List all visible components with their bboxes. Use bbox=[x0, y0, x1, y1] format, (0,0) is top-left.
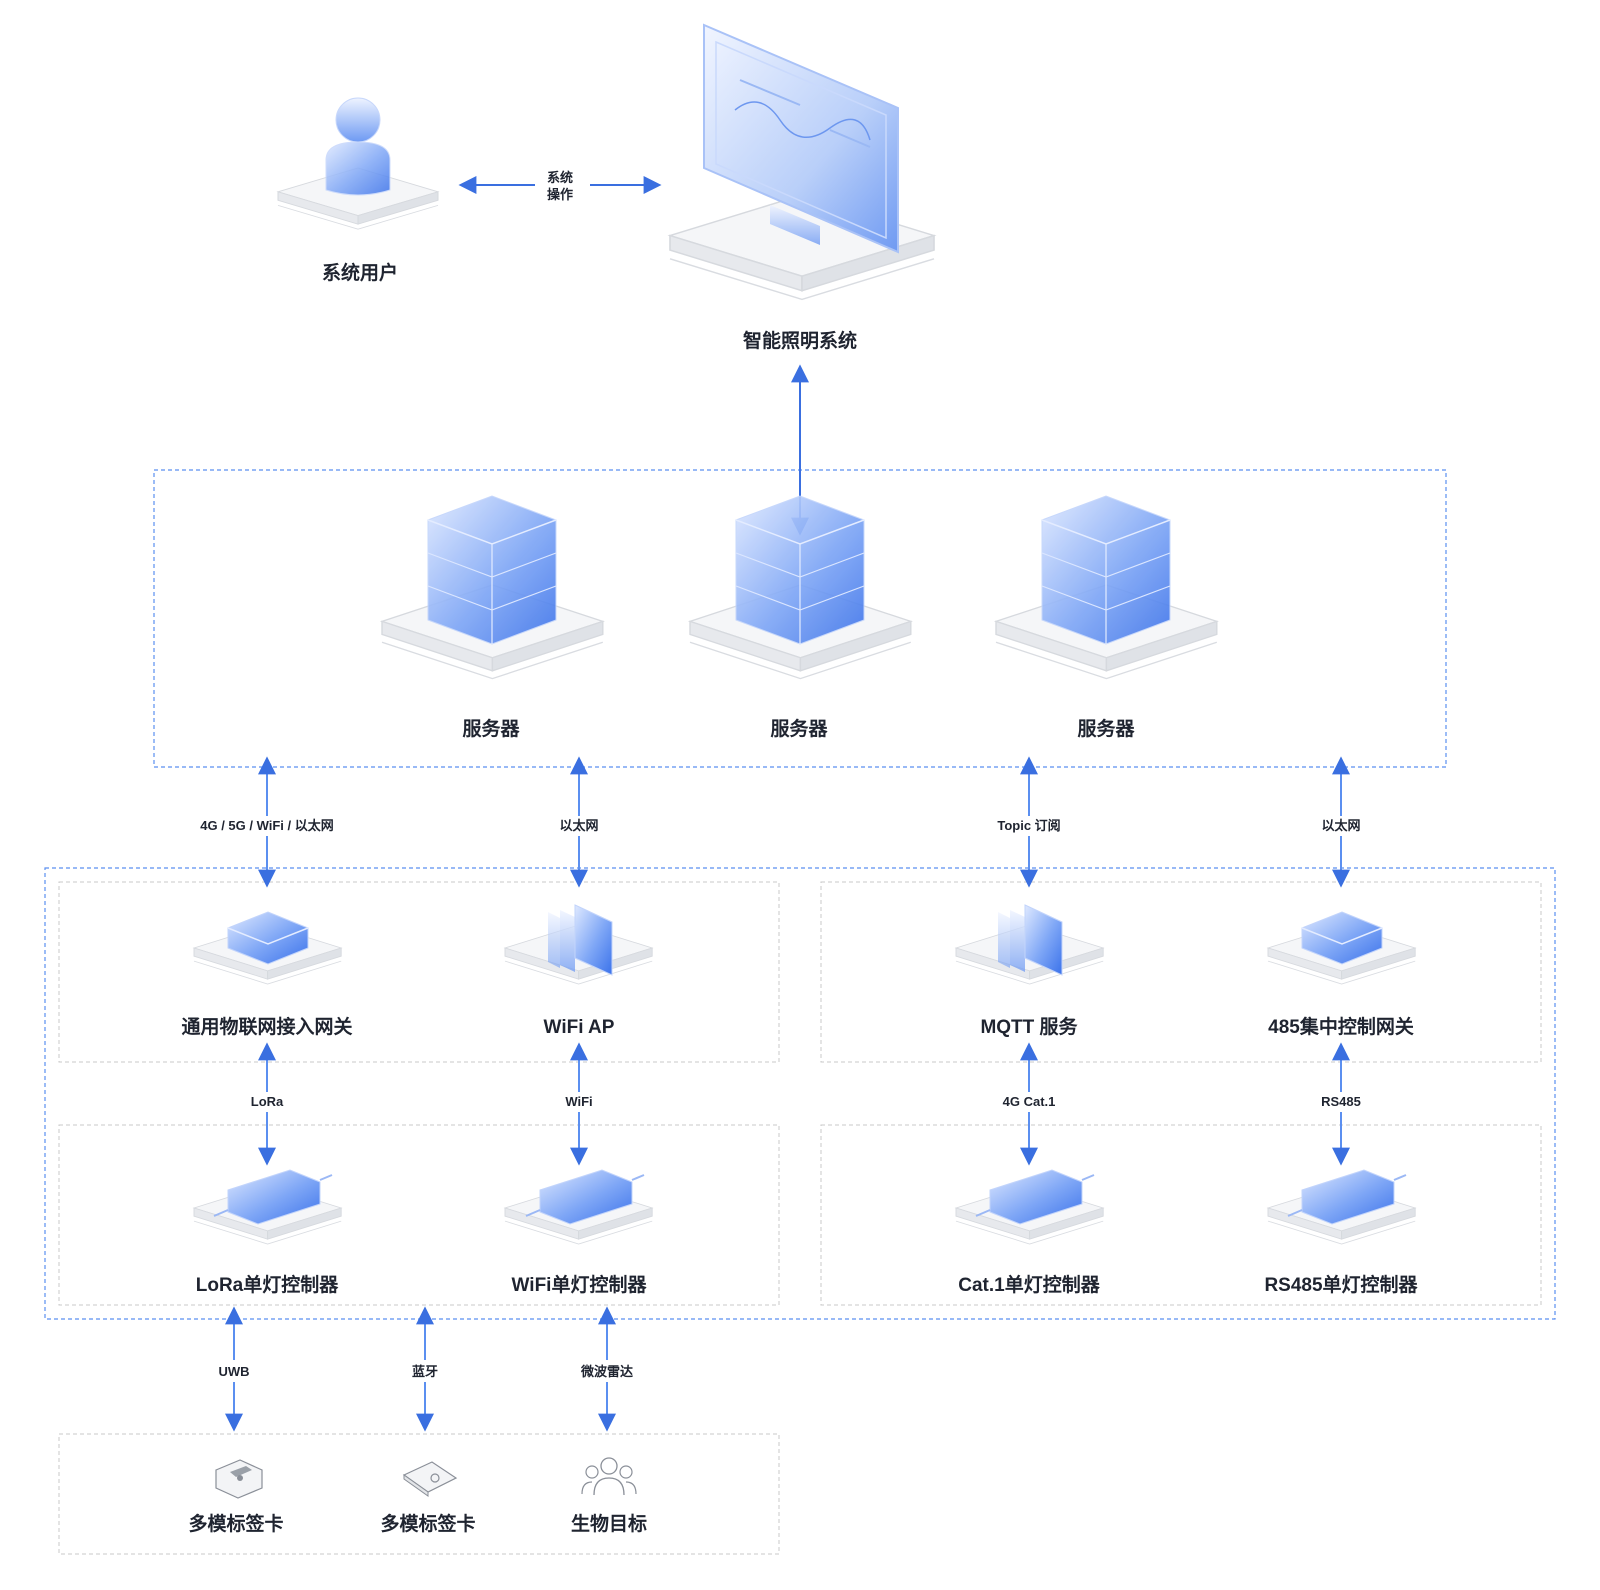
tag-card-node-2: 多模标签卡 bbox=[380, 1461, 476, 1535]
access-point-icon bbox=[998, 904, 1063, 976]
uplink-mqtt: Topic 订阅 bbox=[997, 756, 1061, 888]
gateway-box-right bbox=[820, 881, 1542, 1063]
link-radar: 微波雷达 bbox=[580, 1306, 633, 1432]
link-cat1: 4G Cat.1 bbox=[1003, 1042, 1056, 1166]
controller-box-right bbox=[820, 1124, 1542, 1306]
server-label-3: 服务器 bbox=[1077, 717, 1135, 740]
server-icon bbox=[427, 495, 557, 645]
monitor-icon bbox=[703, 23, 899, 254]
wifi-ap-label: WiFi AP bbox=[544, 1017, 615, 1038]
link-bluetooth: 蓝牙 bbox=[412, 1306, 438, 1432]
wifi-controller-label: WiFi单灯控制器 bbox=[512, 1273, 648, 1296]
people-icon bbox=[581, 1457, 637, 1496]
bio-target-label: 生物目标 bbox=[571, 1512, 647, 1535]
link-cat1-label: 4G Cat.1 bbox=[1003, 1094, 1056, 1109]
bio-target-node: 生物目标 bbox=[571, 1457, 647, 1535]
mqtt-label: MQTT 服务 bbox=[980, 1015, 1078, 1038]
lighting-system-label: 智能照明系统 bbox=[743, 329, 857, 352]
controller-icon bbox=[1287, 1169, 1407, 1225]
uplink-mqtt-label: Topic 订阅 bbox=[997, 818, 1060, 833]
op-label-line1: 系统 bbox=[547, 170, 573, 185]
wifi-ap-node: WiFi AP bbox=[504, 904, 653, 1038]
uplink-wifi-ap: 以太网 bbox=[559, 756, 599, 888]
rs485-controller-label: RS485单灯控制器 bbox=[1264, 1273, 1418, 1296]
iot-gateway-label: 通用物联网接入网关 bbox=[181, 1015, 352, 1038]
op-label-line2: 操作 bbox=[547, 187, 573, 202]
link-lora: LoRa bbox=[251, 1042, 284, 1166]
link-radar-label: 微波雷达 bbox=[580, 1364, 633, 1379]
link-bluetooth-label: 蓝牙 bbox=[412, 1364, 438, 1379]
wifi-controller-node: WiFi单灯控制器 bbox=[504, 1169, 653, 1296]
iot-gateway-node: 通用物联网接入网关 bbox=[181, 911, 353, 1038]
lighting-system-node: 智能照明系统 bbox=[669, 23, 935, 352]
link-wifi-label: WiFi bbox=[565, 1094, 592, 1109]
tag-card-icon bbox=[402, 1461, 458, 1497]
controller-icon bbox=[975, 1169, 1095, 1225]
link-rs485: RS485 bbox=[1321, 1042, 1361, 1166]
uplink-wifi-ap-label: 以太网 bbox=[559, 818, 598, 833]
controller-icon bbox=[525, 1169, 645, 1225]
link-lora-label: LoRa bbox=[251, 1094, 284, 1109]
lora-controller-label: LoRa单灯控制器 bbox=[196, 1273, 340, 1296]
system-user-label: 系统用户 bbox=[322, 261, 398, 284]
cat1-controller-node: Cat.1单灯控制器 bbox=[955, 1169, 1104, 1296]
sensor-box bbox=[58, 1433, 780, 1555]
server-node-1: 服务器 bbox=[381, 495, 604, 740]
tag-card-label-2: 多模标签卡 bbox=[380, 1512, 475, 1535]
tag-card-label-1: 多模标签卡 bbox=[188, 1512, 283, 1535]
gateway-icon bbox=[1301, 911, 1383, 965]
tag-card-node-1: 多模标签卡 bbox=[188, 1459, 284, 1535]
gateway-icon bbox=[227, 911, 309, 965]
system-user-node: 系统用户 bbox=[277, 97, 439, 284]
server-node-2: 服务器 bbox=[689, 495, 912, 740]
tag-card-icon bbox=[215, 1459, 263, 1499]
access-point-icon bbox=[548, 904, 613, 976]
user-icon bbox=[325, 97, 391, 196]
uplink-gateway-label: 4G / 5G / WiFi / 以太网 bbox=[200, 818, 334, 833]
link-uwb: UWB bbox=[218, 1306, 250, 1432]
mqtt-node: MQTT 服务 bbox=[955, 904, 1104, 1038]
lora-controller-node: LoRa单灯控制器 bbox=[193, 1169, 342, 1296]
gateway-box-left bbox=[58, 881, 780, 1063]
controller-icon bbox=[213, 1169, 333, 1225]
server-icon bbox=[735, 495, 865, 645]
rs485-gateway-node: 485集中控制网关 bbox=[1267, 911, 1416, 1038]
server-icon bbox=[1041, 495, 1171, 645]
rs485-gateway-label: 485集中控制网关 bbox=[1268, 1015, 1414, 1038]
server-node-3: 服务器 bbox=[995, 495, 1218, 740]
controller-box-left bbox=[58, 1124, 780, 1306]
link-uwb-label: UWB bbox=[218, 1364, 249, 1379]
link-wifi: WiFi bbox=[565, 1042, 593, 1166]
server-label-1: 服务器 bbox=[462, 717, 520, 740]
uplink-rs485-gateway: 以太网 bbox=[1321, 756, 1361, 888]
edge-layer-group bbox=[44, 867, 1556, 1320]
uplink-rs485-label: 以太网 bbox=[1321, 818, 1360, 833]
link-rs485-label: RS485 bbox=[1321, 1094, 1361, 1109]
uplink-gateway: 4G / 5G / WiFi / 以太网 bbox=[200, 756, 334, 888]
cat1-controller-label: Cat.1单灯控制器 bbox=[958, 1273, 1100, 1296]
server-label-2: 服务器 bbox=[770, 717, 828, 740]
rs485-controller-node: RS485单灯控制器 bbox=[1264, 1169, 1419, 1296]
